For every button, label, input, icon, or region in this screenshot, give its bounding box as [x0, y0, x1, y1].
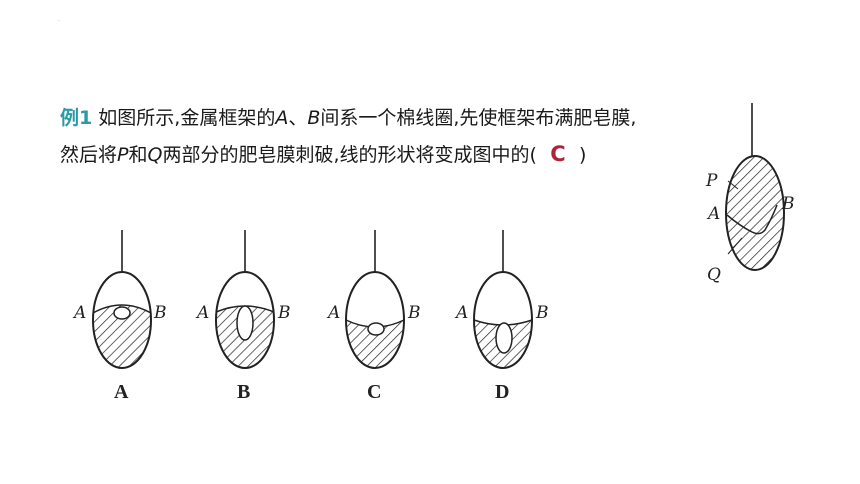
point-a-label: A	[326, 303, 340, 323]
option-c-figure: A B C	[326, 230, 421, 403]
question-text: 例1 如图所示,金属框架的A、B间系一个棉线圈,先使框架布满肥皂膜, 然后将P和…	[60, 100, 740, 173]
main-label-q: Q	[707, 265, 721, 285]
thread-loop	[113, 306, 131, 320]
question-text-segment: 然后将	[60, 144, 118, 166]
point-b-label: B	[277, 303, 291, 323]
header-mark: ·	[58, 18, 60, 25]
option-b-figure: A B B	[195, 230, 291, 403]
main-figure: P A B Q	[705, 103, 795, 285]
question-text-segment: )	[578, 144, 587, 166]
option-letter: C	[367, 381, 381, 403]
point-b-label: B	[153, 303, 167, 323]
separator: 、	[288, 107, 308, 129]
main-frame	[725, 155, 785, 271]
option-a-figure: A B A	[72, 230, 167, 403]
var-q: Q	[147, 144, 163, 166]
q-pointer	[727, 237, 743, 255]
point-a-label: A	[454, 303, 468, 323]
soap-film	[346, 320, 404, 368]
main-label-p: P	[705, 171, 718, 191]
thread-line	[92, 304, 152, 314]
point-a-label: A	[72, 303, 86, 323]
option-letter: D	[495, 381, 509, 403]
option-letter: B	[237, 381, 250, 403]
wire-frame	[215, 271, 275, 369]
thread-loop	[236, 305, 254, 341]
question-text-segment: 如图所示,金属框架的	[92, 107, 276, 129]
thread-loop	[495, 322, 513, 354]
main-thread-loop	[726, 204, 778, 235]
question-text-segment: 两部分的肥皂膜刺破,线的形状将变成图中的(	[162, 144, 537, 166]
main-label-b: B	[781, 194, 795, 214]
var-p: P	[117, 144, 129, 166]
question-text-segment: 间系一个棉线圈,先使框架布满肥皂膜,	[320, 107, 637, 129]
var-b: B	[307, 107, 321, 129]
example-label: 例1	[60, 107, 93, 129]
option-letter: A	[114, 381, 129, 403]
question-text-segment: 和	[128, 144, 148, 166]
answer-text: C	[550, 142, 566, 166]
point-b-label: B	[535, 303, 549, 323]
soap-film	[93, 305, 151, 368]
var-a: A	[275, 107, 289, 129]
point-a-label: A	[195, 303, 209, 323]
main-label-a: A	[706, 204, 720, 224]
thread-loop	[367, 322, 385, 336]
question-line-2: 然后将P和Q两部分的肥皂膜刺破,线的形状将变成图中的( C)	[60, 136, 740, 173]
option-d-figure: A B D	[454, 230, 549, 403]
question-line-1: 例1 如图所示,金属框架的A、B间系一个棉线圈,先使框架布满肥皂膜,	[60, 100, 740, 136]
point-b-label: B	[407, 303, 421, 323]
wire-frame	[92, 271, 152, 369]
p-pointer	[727, 180, 739, 190]
